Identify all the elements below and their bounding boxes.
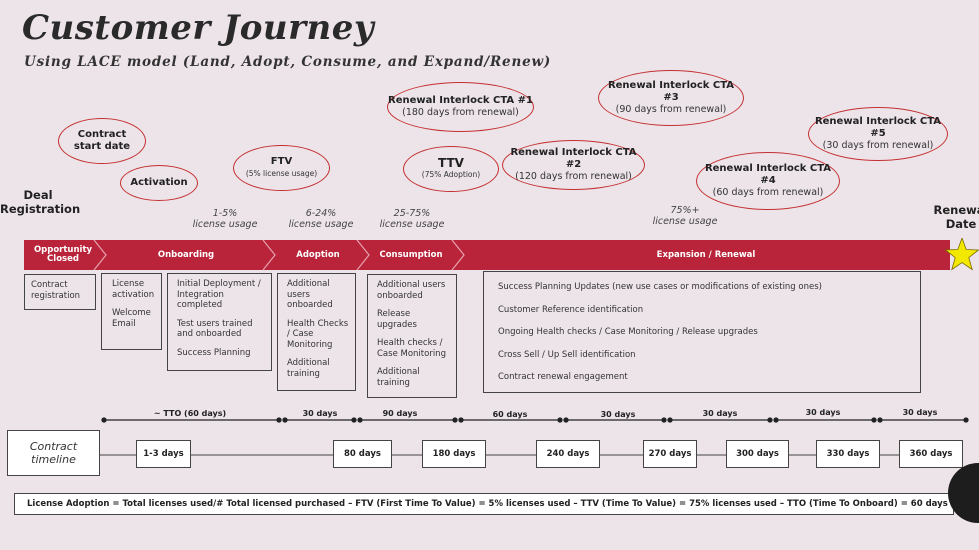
cta1-subtitle: (180 days from renewal) — [402, 107, 519, 118]
duration-label: ~ TTO (60 days) — [153, 409, 227, 418]
duration-label: 60 days — [492, 410, 528, 419]
timeline-day-box: 180 days — [422, 440, 486, 468]
activity-item: Release upgrades — [377, 309, 417, 330]
timeline-day-box: 360 days — [899, 440, 963, 468]
cta2-oval: Renewal Interlock CTA #2 (120 days from … — [502, 140, 645, 190]
duration-label: 30 days — [302, 409, 338, 418]
ftv-subtitle: (5% license usage) — [245, 169, 318, 178]
activity-item: Additional training — [287, 358, 330, 379]
timeline-day-box: 270 days — [643, 440, 697, 468]
phase-expansion-renewal: Expansion / Renewal — [656, 249, 756, 260]
usage-label-3: 25-75% license usage — [379, 208, 445, 230]
cta2-subtitle: (120 days from renewal) — [515, 171, 632, 182]
activity-item: Customer Reference identification — [498, 304, 644, 315]
phase-opportunity-closed: Opportunity Closed — [33, 245, 93, 264]
definitions-legend: License Adoption = Total licenses used/#… — [14, 493, 954, 515]
page-title: Customer Journey — [22, 8, 375, 48]
cta3-title: Renewal Interlock CTA #3 — [607, 80, 735, 103]
cta3-subtitle: (90 days from renewal) — [615, 104, 727, 115]
cta4-oval: Renewal Interlock CTA #4 (60 days from r… — [696, 152, 840, 210]
activity-item: License activation — [112, 279, 155, 300]
ttv-subtitle: (75% Adoption) — [421, 170, 481, 179]
cta1-title: Renewal Interlock CTA #1 — [388, 95, 533, 106]
phase-onboarding: Onboarding — [157, 249, 215, 260]
cta4-title: Renewal Interlock CTA #4 — [704, 163, 832, 186]
activity-item: Success Planning Updates (new use cases … — [498, 282, 822, 292]
duration-arrows — [101, 417, 969, 423]
cta1-oval: Renewal Interlock CTA #1 (180 days from … — [387, 82, 534, 132]
cta3-oval: Renewal Interlock CTA #3 (90 days from r… — [598, 70, 744, 126]
activity-item: Contract renewal engagement — [498, 372, 628, 382]
activity-box-onboarding-a: License activation Welcome Email — [101, 273, 162, 350]
activity-item: Additional users onboarded — [377, 280, 446, 301]
activity-item: Cross Sell / Up Sell identification — [498, 349, 636, 360]
activity-box-adoption: Additional users onboarded Health Checks… — [277, 273, 356, 391]
activity-item: Welcome Email — [112, 308, 151, 329]
activation-label: Activation — [130, 177, 188, 188]
ttv-title: TTV — [438, 156, 464, 170]
ttv-oval: TTV (75% Adoption) — [403, 146, 499, 192]
ftv-oval: FTV (5% license usage) — [233, 145, 330, 191]
activity-box-expansion: Success Planning Updates (new use cases … — [483, 271, 921, 393]
duration-label: 30 days — [702, 409, 738, 418]
activity-item: Contract registration — [31, 280, 81, 301]
duration-label: 30 days — [902, 408, 938, 417]
contract-start-oval: Contract start date — [58, 118, 146, 164]
contract-timeline-label: Contract timeline — [7, 430, 100, 476]
duration-label: 90 days — [382, 409, 418, 418]
cta5-oval: Renewal Interlock CTA #5 (30 days from r… — [808, 107, 948, 161]
activity-item: Health Checks / Case Monitoring — [287, 318, 349, 350]
activity-item: Additional users onboarded — [287, 279, 333, 310]
timeline-day-box: 330 days — [816, 440, 880, 468]
timeline-day-box: 300 days — [726, 440, 789, 468]
deal-registration-label: Deal Registration — [0, 188, 81, 216]
activity-item: Initial Deployment / Integration complet… — [177, 279, 261, 310]
cta4-subtitle: (60 days from renewal) — [712, 187, 824, 198]
activity-item: Test users trained and onboarded — [177, 318, 253, 340]
renewal-date-label: Renewal Date — [933, 203, 979, 231]
usage-label-4: 75%+ license usage — [652, 205, 718, 227]
phase-consumption: Consumption — [379, 249, 443, 260]
usage-label-1: 1-5% license usage — [192, 208, 258, 230]
duration-label: 30 days — [805, 408, 841, 417]
cta5-title: Renewal Interlock CTA #5 — [814, 116, 942, 139]
timeline-day-box: 80 days — [333, 440, 392, 468]
activity-item: Ongoing Health checks / Case Monitoring … — [498, 327, 758, 337]
activity-item: Health checks / Case Monitoring — [377, 338, 446, 359]
duration-label: 30 days — [600, 410, 636, 419]
activity-item: Additional training — [377, 367, 420, 388]
activity-box-opportunity: Contract registration — [24, 274, 96, 310]
activity-box-consumption: Additional users onboarded Release upgra… — [367, 274, 457, 398]
ftv-title: FTV — [270, 156, 293, 167]
usage-label-2: 6-24% license usage — [288, 208, 354, 230]
phase-adoption: Adoption — [296, 249, 340, 260]
activation-oval: Activation — [120, 165, 198, 201]
timeline-day-box: 240 days — [536, 440, 600, 468]
page-subtitle: Using LACE model (Land, Adopt, Consume, … — [24, 54, 552, 70]
renewal-star-icon — [944, 238, 979, 271]
cta2-title: Renewal Interlock CTA #2 — [510, 147, 637, 170]
contract-start-label: Contract start date — [73, 129, 131, 152]
activity-box-onboarding-b: Initial Deployment / Integration complet… — [167, 273, 272, 371]
phase-banner — [24, 238, 979, 271]
timeline-day-box: 1-3 days — [136, 440, 191, 468]
activity-item: Success Planning — [177, 347, 251, 358]
cta5-subtitle: (30 days from renewal) — [822, 140, 934, 151]
